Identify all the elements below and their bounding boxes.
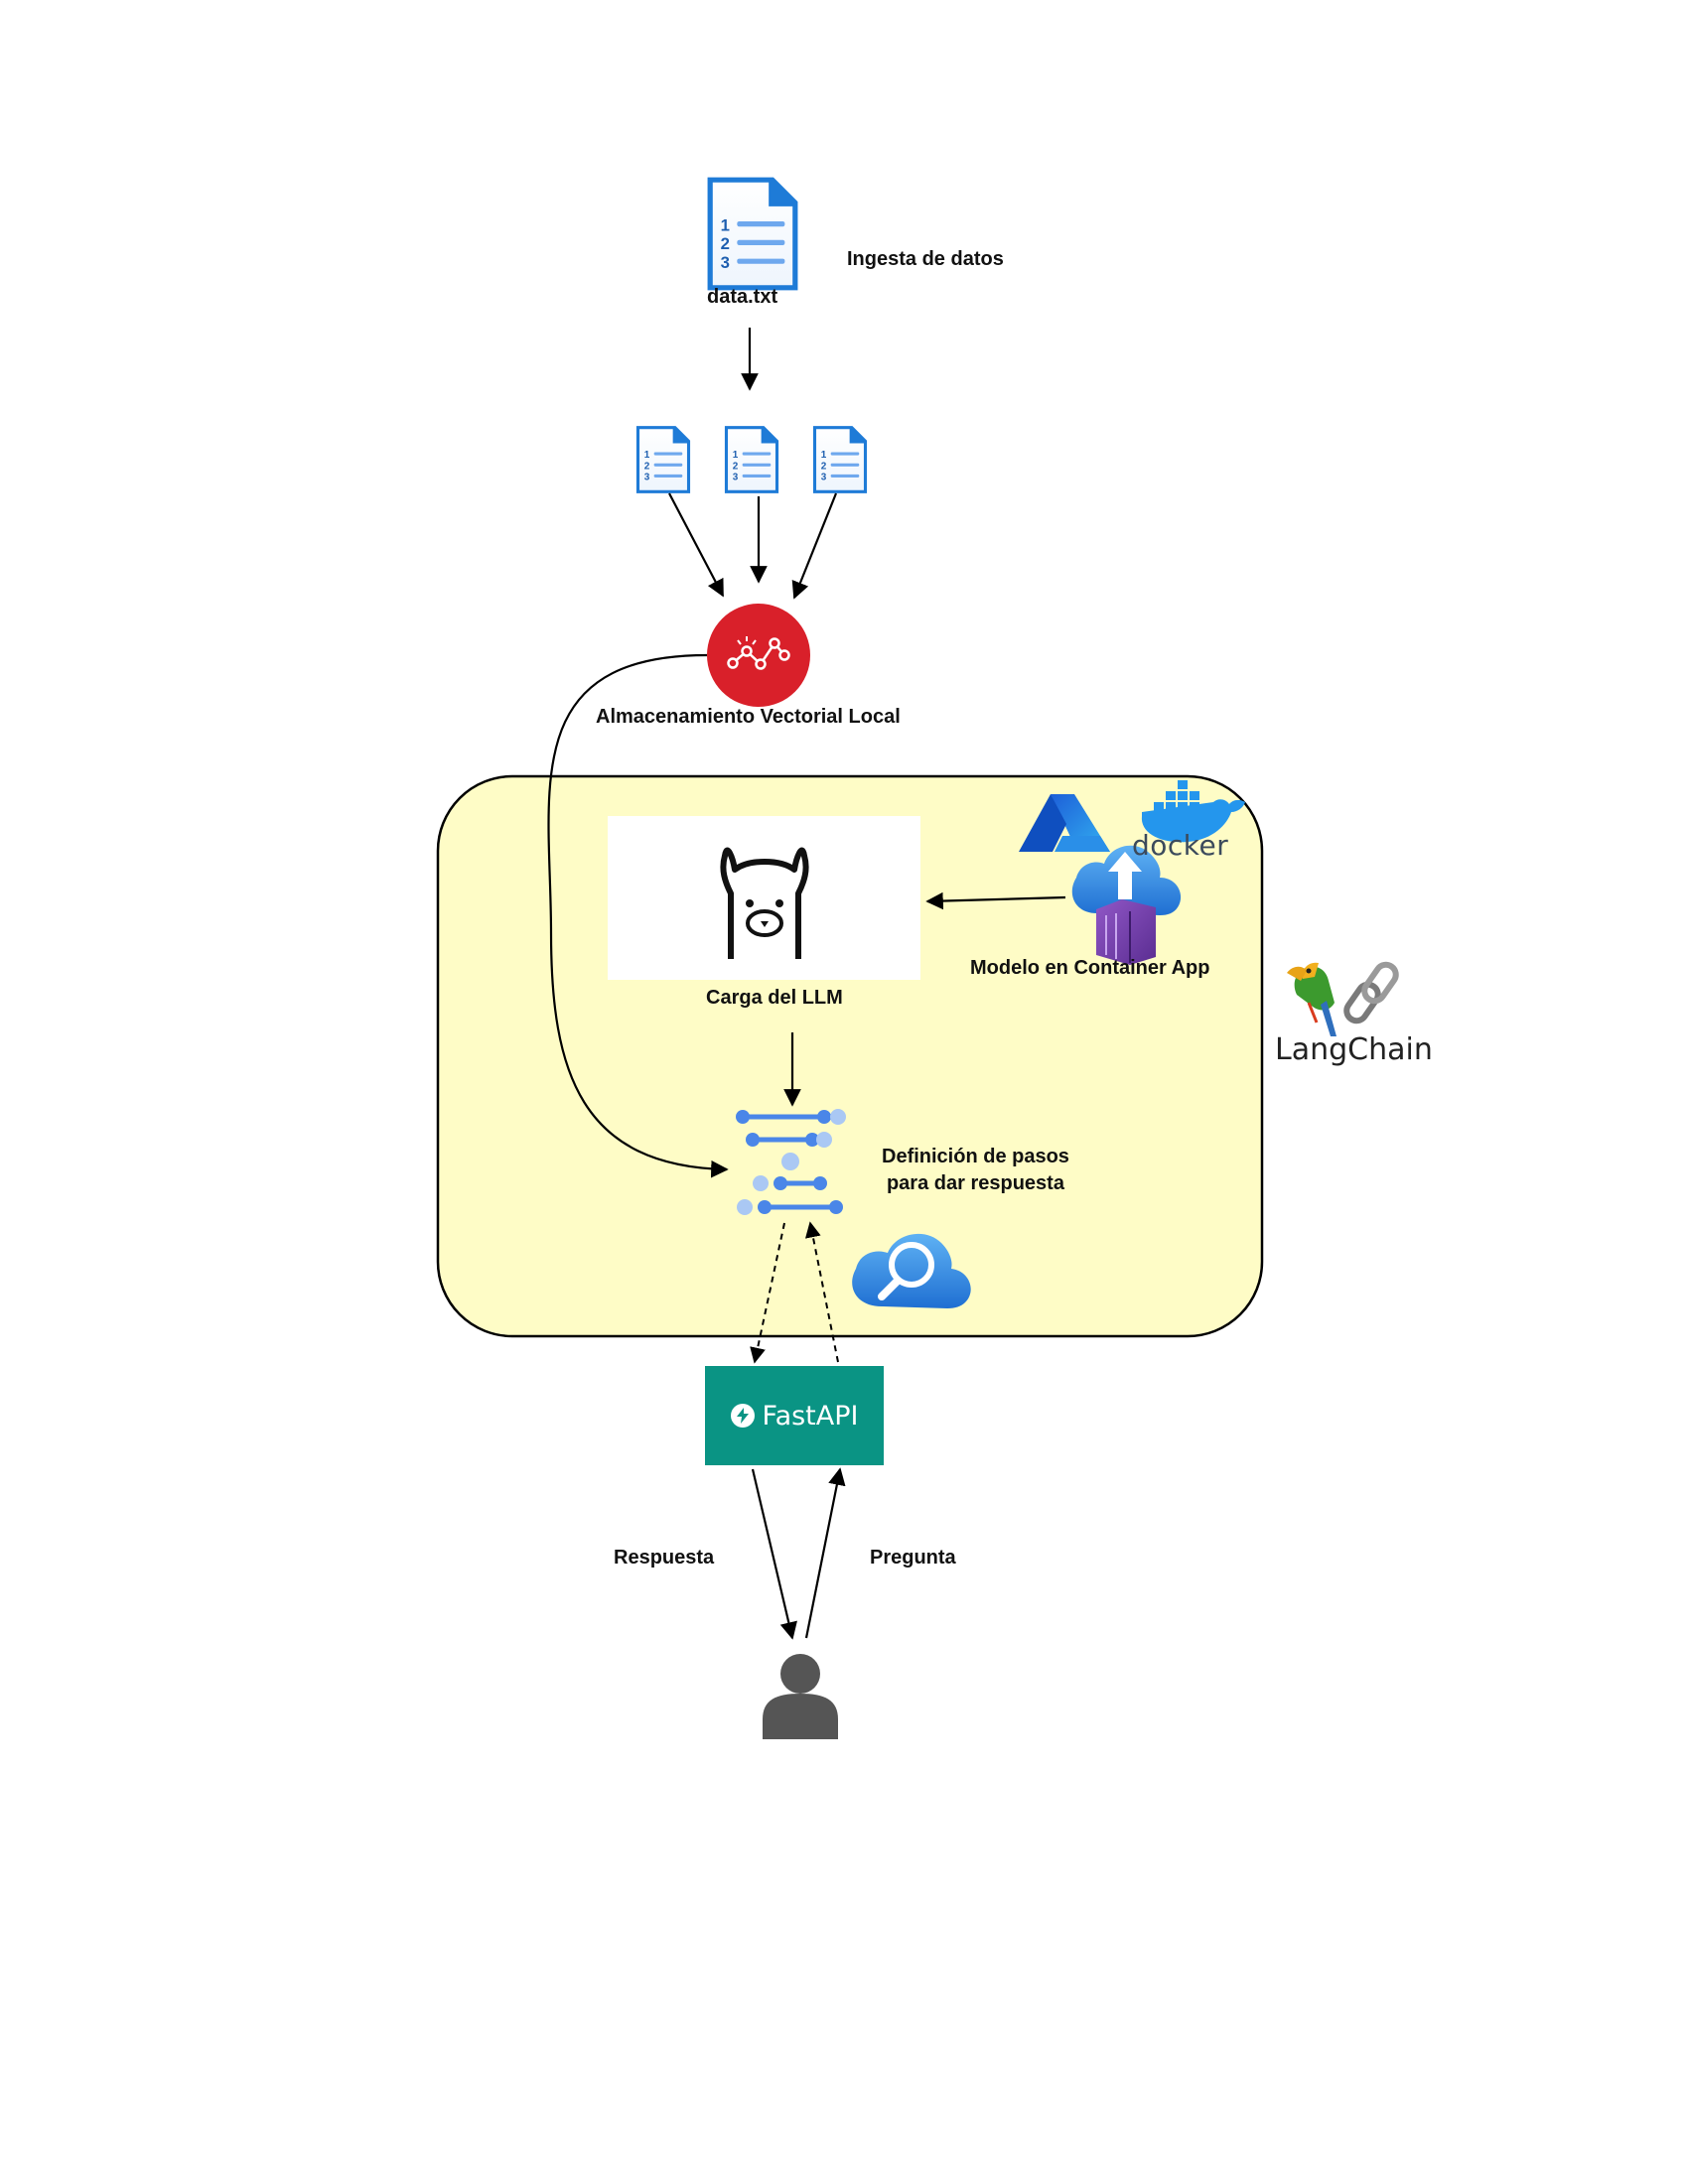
fastapi-label: FastAPI (762, 1400, 859, 1432)
chunk-doc-icon-1 (635, 426, 691, 493)
pipeline-steps-icon (736, 1109, 846, 1215)
chunk-doc-icon-3 (812, 426, 868, 493)
edge-steps-to-api (750, 1222, 785, 1364)
container-app-label: Modelo en Container App (970, 957, 1210, 979)
docker-whale-icon (1141, 780, 1245, 843)
user-icon (763, 1654, 838, 1739)
azure-logo-icon (1019, 794, 1110, 852)
vector-store-icon (707, 604, 810, 707)
llm-label: Carga del LLM (706, 987, 843, 1009)
fastapi-node: FastAPI (705, 1366, 884, 1465)
ingesta-label: Ingesta de datos (847, 248, 1004, 270)
respuesta-label: Respuesta (614, 1547, 715, 1569)
edge-api-to-steps (804, 1221, 839, 1363)
data-file-label: data.txt (707, 286, 778, 308)
edge-respuesta (751, 1468, 797, 1640)
vector-store-label: Almacenamiento Vectorial Local (596, 706, 901, 728)
steps-label: Definición de pasos para dar respuesta (882, 1144, 1069, 1197)
edge-pregunta (804, 1467, 846, 1639)
container-app-icon (1071, 845, 1182, 965)
chunk-doc-icon-2 (724, 426, 779, 493)
docker-label: docker (1132, 829, 1229, 862)
edge-retrieval (547, 653, 729, 1178)
pregunta-label: Pregunta (870, 1547, 956, 1569)
steps-label-line2: para dar respuesta (886, 1172, 1064, 1194)
data-file-icon (710, 180, 795, 288)
edge-chunk-3 (791, 492, 838, 600)
lightning-icon (730, 1404, 755, 1428)
langchain-label: LangChain (1275, 1032, 1433, 1067)
llama-icon (720, 847, 809, 959)
parrot-chain-icon (1287, 961, 1399, 1036)
cloud-search-icon (852, 1233, 971, 1308)
steps-label-line1: Definición de pasos (882, 1146, 1069, 1167)
edge-model-load (925, 891, 1066, 910)
edge-chunk-1 (668, 492, 724, 598)
